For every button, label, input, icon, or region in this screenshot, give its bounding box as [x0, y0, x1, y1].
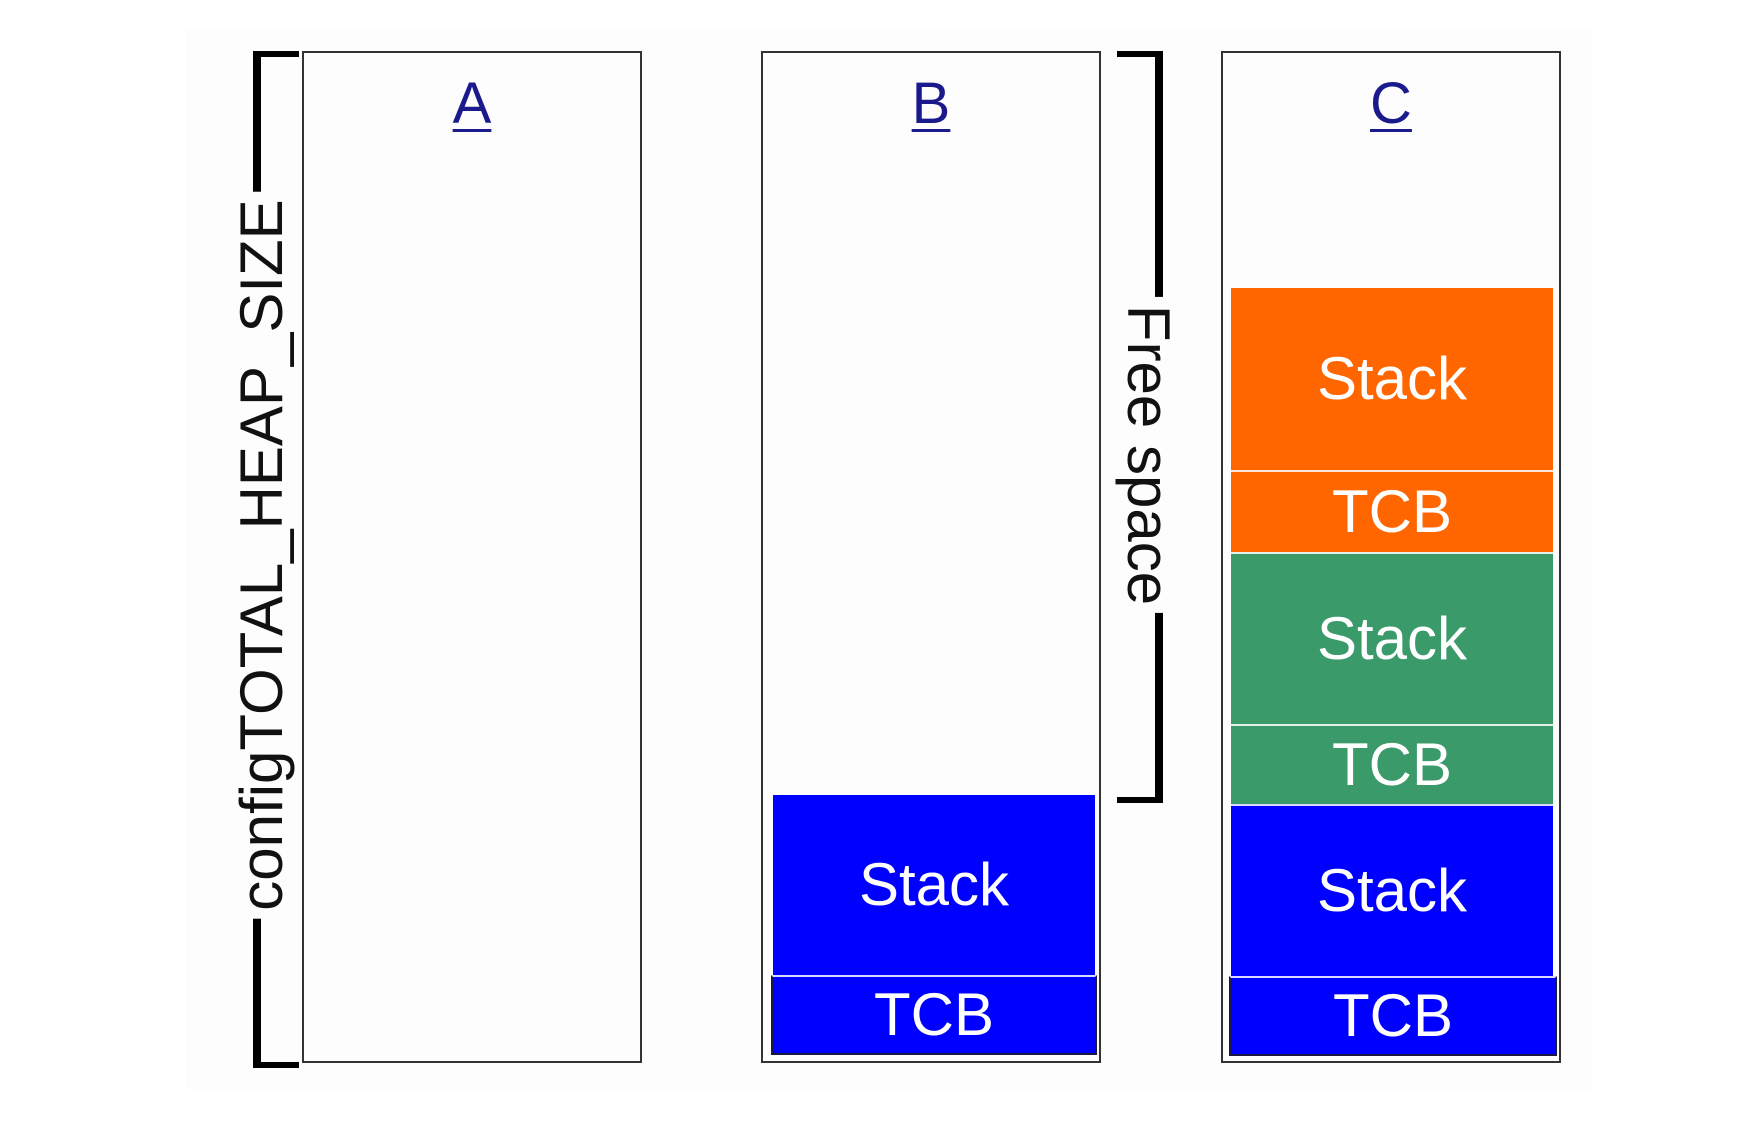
tcb-block: TCB: [771, 975, 1097, 1055]
tcb-block: TCB: [1231, 470, 1553, 552]
heap-a: A: [302, 51, 642, 1063]
heap-b-label[interactable]: B: [911, 71, 951, 136]
heap-c: C Stack TCB Stack TCB Stack TCB: [1221, 51, 1561, 1063]
stack-block: Stack: [773, 795, 1095, 975]
heap-b: B Stack TCB: [761, 51, 1101, 1063]
tcb-block: TCB: [1229, 976, 1557, 1056]
stack-block: Stack: [1231, 288, 1553, 470]
heap-size-label: configTOTAL_HEAP_SIZE: [228, 191, 295, 919]
free-space-label: Free space: [1115, 296, 1182, 614]
heap-a-label[interactable]: A: [452, 71, 492, 136]
stack-block: Stack: [1231, 552, 1553, 724]
stack-block: Stack: [1231, 804, 1553, 976]
tcb-block: TCB: [1231, 724, 1553, 804]
heap-c-label[interactable]: C: [1370, 71, 1412, 136]
